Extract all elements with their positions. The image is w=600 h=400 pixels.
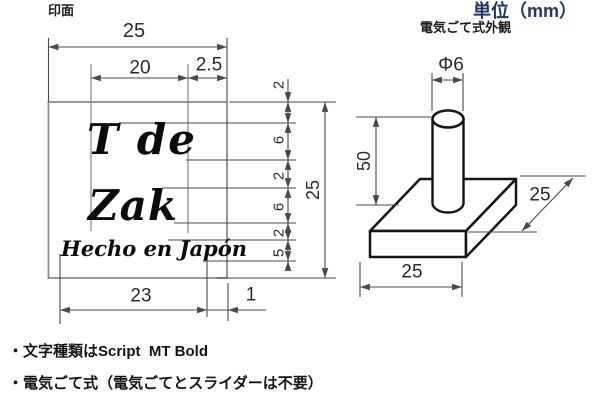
stamp-view-title: 印面 [48,3,75,18]
dim-label-shaft-length: 50 [354,150,374,172]
stamp-dimension-lines [47,38,336,324]
stamp-text-line3: Hecho en Japón [61,236,248,261]
plate-front-face [368,229,468,259]
dim-plate-depth [521,177,574,232]
dim-label-bottom-width: 23 [130,285,152,307]
dim-label-plate-depth: 25 [529,184,551,206]
dim-label-text-width: 20 [129,57,151,79]
dim-label-plate-width: 25 [401,261,423,283]
shaft-body-fill [432,119,464,213]
unit-label: 単位（mm） [473,1,578,21]
note-iron-type: ・電気ごて式（電気ごてとスライダーは不要） [8,375,323,392]
dim-label-row-5: 2 [270,228,288,238]
dim-label-right-margin: 2.5 [195,54,223,76]
stamp-face-outline [47,101,228,279]
shaft-bottom-arc [431,202,465,214]
shaft-cylinder [431,109,465,214]
iron-view-title: 電気ごて式外観 [420,20,512,35]
stamp-text-line1: T de [87,115,197,164]
dim-label-row-4: 6 [270,202,288,212]
stamp-text-line2: Zak [88,181,178,230]
plate-right-face [464,177,518,259]
dim-label-row-3: 2 [270,171,288,181]
dim-label-height-total: 25 [303,179,323,201]
dim-label-bottom-margin: 1 [245,284,257,306]
dim-label-diameter: Φ6 [438,54,464,76]
iron-dimension-lines [356,73,586,297]
dim-label-width-total: 25 [122,20,146,42]
dim-label-row-1: 2 [270,80,288,90]
iron-solid-view [356,73,586,297]
note-font-type: ・文字種類はScript MT Bold [8,343,208,360]
dim-label-row-2: 6 [270,135,288,145]
dim-label-row-6: 5 [270,248,288,258]
shaft-top-ellipse [431,109,465,129]
